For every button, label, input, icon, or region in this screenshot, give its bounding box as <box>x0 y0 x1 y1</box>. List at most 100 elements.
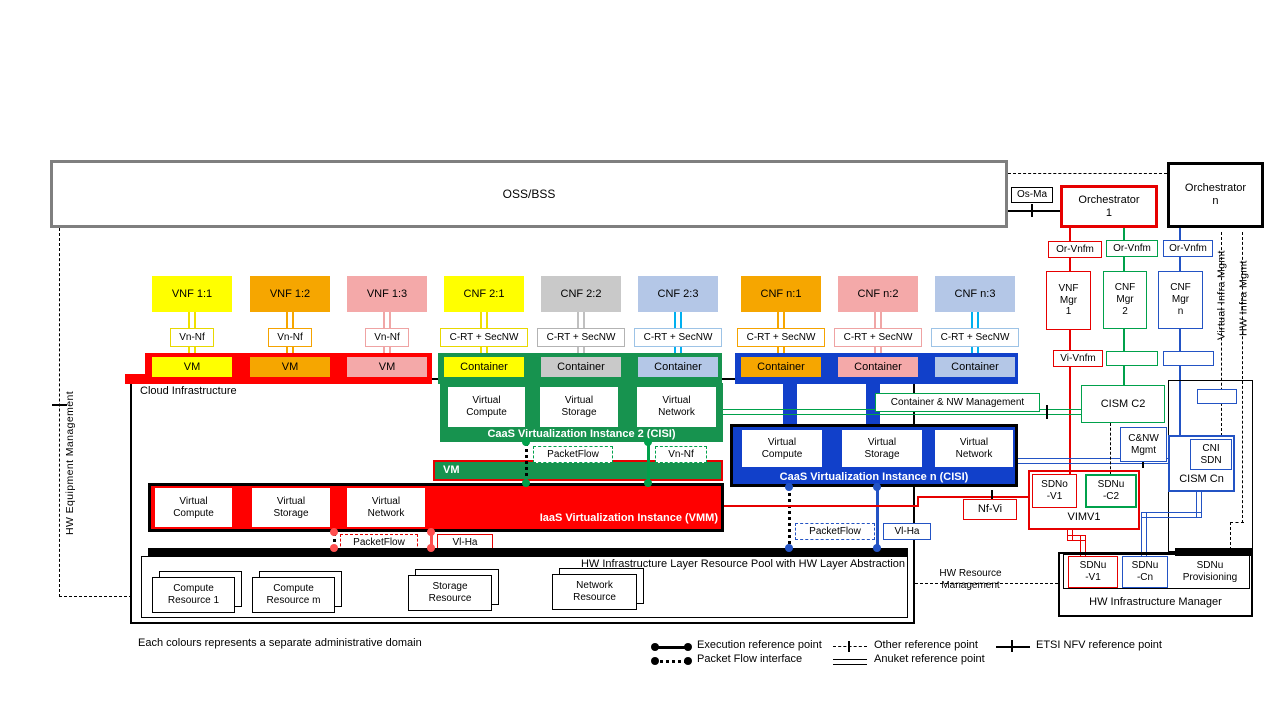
cism-cn-sdnu-elbow-v2 <box>1141 512 1147 556</box>
iaas-virtual-compute: Virtual Compute <box>155 488 232 527</box>
packet-flow-dot-icon <box>684 657 692 665</box>
network-resource: Network Resource <box>552 574 637 610</box>
cnf-n-2: CNF n:2 <box>838 276 918 312</box>
container-2-1: Container <box>444 357 524 377</box>
legend-anuket-label: Anuket reference point <box>874 653 985 666</box>
iaas-vm-strip-ext <box>125 374 147 384</box>
or-vnfm-label-1: Or-Vnfm <box>1048 241 1102 258</box>
oss-orchn-dashed-line <box>1008 173 1167 174</box>
sdnu-provisioning-label: SDNu Provisioning <box>1182 560 1238 583</box>
vnf-1-3: VNF 1:3 <box>347 276 427 312</box>
iaas-pf-dot-top <box>330 528 338 536</box>
hw-pool-box <box>141 556 908 618</box>
vimv1 <box>1028 470 1140 530</box>
c-rt-secnw-label-5: C-RT + SecNW <box>834 328 922 347</box>
cnf-n-3: CNF n:3 <box>935 276 1015 312</box>
vivnfm-line-red <box>1069 330 1071 474</box>
hw-infra-mgmt-dashed-line <box>1242 232 1243 523</box>
container-nw-mgmt-label: Container & NW Management <box>875 393 1040 412</box>
legend-etsi-label: ETSI NFV reference point <box>1036 639 1162 652</box>
caasn-vlha-dot-bottom <box>873 544 881 552</box>
container-n-3: Container <box>935 357 1015 377</box>
cism-c2: CISM C2 <box>1081 385 1165 423</box>
cism-c2-dashed-line <box>1110 423 1111 474</box>
caas2-caption: CaaS Virtualization Instance 2 (CISI) <box>487 427 676 440</box>
caasn-virtual-storage: Virtual Storage <box>842 430 922 467</box>
cloud-infrastructure-label: Cloud Infrastructure <box>140 384 237 397</box>
hw-pool-label: HW Infrastructure Layer Resource Pool wi… <box>580 558 905 571</box>
cnf-2-3: CNF 2:3 <box>638 276 718 312</box>
vn-nf-label-1: Vn-Nf <box>170 328 214 347</box>
etsi-reference-tick-icon <box>1011 640 1013 652</box>
hw-im-inner-box <box>1063 554 1250 589</box>
c-rt-secnw-label-4: C-RT + SecNW <box>737 328 825 347</box>
cnf-n-1: CNF n:1 <box>741 276 821 312</box>
vi-vnfm-empty-green-box <box>1106 351 1158 366</box>
orchestrator-1: Orchestrator 1 <box>1060 185 1158 228</box>
container-n-1: Container <box>741 357 821 377</box>
vn-nf-label-3: Vn-Nf <box>365 328 409 347</box>
caasn-virtual-network: Virtual Network <box>935 430 1013 467</box>
legend-note: Each colours represents a separate admin… <box>138 637 422 650</box>
os-ma-line <box>1008 210 1060 212</box>
c-rt-secnw-label-2: C-RT + SecNW <box>537 328 625 347</box>
or-vnfm-label-n: Or-Vnfm <box>1163 240 1213 257</box>
orchestrator-n: Orchestrator n <box>1167 162 1264 228</box>
hw-equipment-mgmt-elbow <box>59 596 132 597</box>
c-rt-secnw-label-3: C-RT + SecNW <box>634 328 722 347</box>
compute-resource-m: Compute Resource m <box>252 577 335 613</box>
cnf-2-1: CNF 2:1 <box>444 276 524 312</box>
vn-nf-label-2: Vn-Nf <box>268 328 312 347</box>
caas2-pf-dot-bottom <box>522 479 530 487</box>
caasn-pf-dot-top <box>785 483 793 491</box>
sdno-v1: SDNo -V1 <box>1032 474 1077 508</box>
caasn-vlha-line <box>876 487 879 550</box>
caas2-cism-anuket-tick <box>1046 405 1048 419</box>
sdnu-v1: SDNu -V1 <box>1068 556 1118 588</box>
legend-packet-flow-label: Packet Flow interface <box>697 653 803 666</box>
cnf-mgr-2: CNF Mgr 2 <box>1103 271 1147 329</box>
execution-reference-dot-icon <box>684 643 692 651</box>
caas2-packetflow-label: PacketFlow <box>533 446 613 463</box>
iaas-packetflow-line <box>333 532 336 550</box>
vivnfm-line-blue <box>1179 329 1181 436</box>
iaas-pf-dot-bottom <box>330 544 338 552</box>
caas2-packetflow-line <box>525 442 528 484</box>
caasn-pf-dot-bottom <box>785 544 793 552</box>
vnf-1-1: VNF 1:1 <box>152 276 232 312</box>
c-rt-secnw-label-6: C-RT + SecNW <box>931 328 1019 347</box>
anuket-reference-line-icon <box>833 659 867 665</box>
hw-infrastructure-manager <box>1058 552 1253 617</box>
iaas-vlha-dot-bottom <box>427 544 435 552</box>
vi-vnfm-label: Vi-Vnfm <box>1053 350 1103 367</box>
caasn-virtual-compute: Virtual Compute <box>742 430 822 467</box>
cism-cn-label: CISM Cn <box>1179 473 1224 486</box>
etsi-reference-line-icon <box>996 646 1030 648</box>
container-2-2: Container <box>541 357 621 377</box>
cni-sdn: CNI SDN <box>1190 439 1232 470</box>
hw-resource-mgmt-dashed-line <box>915 583 1058 584</box>
storage-resource: Storage Resource <box>408 575 492 611</box>
execution-reference-dot-icon <box>651 643 659 651</box>
caasn-vlha-dot-top <box>873 483 881 491</box>
vnf-mgr-1: VNF Mgr 1 <box>1046 271 1091 330</box>
c-rt-secnw-label-1: C-RT + SecNW <box>440 328 528 347</box>
hw-equipment-management-label: HW Equipment Management <box>64 390 76 535</box>
vimv1-sdnu-elbow-h <box>1067 535 1086 541</box>
nf-vi-line-3 <box>917 496 1029 498</box>
vm-1: VM <box>152 357 232 377</box>
vimv1-label: VIMV1 <box>1067 510 1101 523</box>
hw-infra-mgmt-label: HW Infra Mgmt <box>1237 260 1250 336</box>
hw-infra-mgmt-elbow-h <box>1230 522 1244 523</box>
other-reference-tick-icon <box>848 641 850 652</box>
container-n-2: Container <box>838 357 918 377</box>
vnf-1-2: VNF 1:2 <box>250 276 330 312</box>
vimv1-sdnu-elbow-v2 <box>1080 535 1086 556</box>
iaas-virtual-network: Virtual Network <box>347 488 425 527</box>
iaas-vi <box>148 483 724 532</box>
sdnu-c2: SDNu -C2 <box>1085 474 1137 508</box>
caasn-strip-connector-1 <box>783 383 797 425</box>
caas2-vnnf-dot-top <box>644 438 652 446</box>
hw-infra-mgmt-elbow-v <box>1230 522 1231 550</box>
caasn-packetflow-line <box>788 487 791 550</box>
